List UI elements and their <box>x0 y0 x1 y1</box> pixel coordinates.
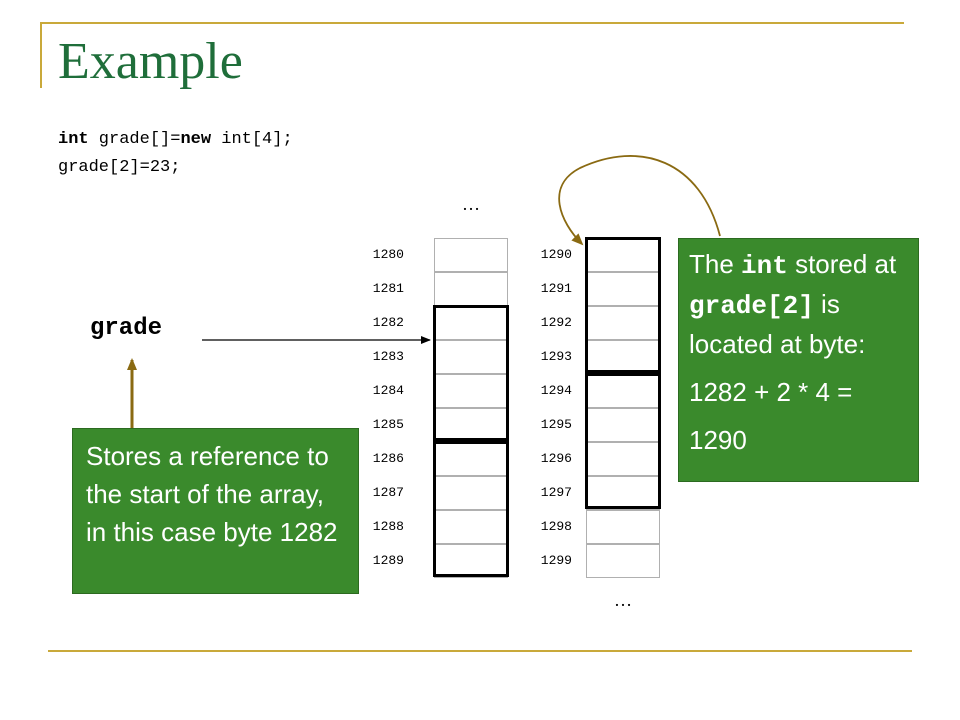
memory-address: 1284 <box>372 383 404 398</box>
memory-address: 1290 <box>540 247 572 262</box>
address-note-text: The int stored at grade[2] is located at… <box>689 249 897 359</box>
memory-byte-cell <box>434 544 508 578</box>
memory-address: 1286 <box>372 451 404 466</box>
reference-note: Stores a reference to the start of the a… <box>72 428 359 594</box>
memory-address: 1296 <box>540 451 572 466</box>
memory-address: 1298 <box>540 519 572 534</box>
memory-byte-cell <box>586 442 660 476</box>
left-rule <box>40 22 42 88</box>
memory-address: 1281 <box>372 281 404 296</box>
memory-byte-cell <box>434 476 508 510</box>
memory-byte-cell <box>434 510 508 544</box>
memory-byte-cell <box>434 238 508 272</box>
top-rule <box>40 22 904 24</box>
slide-title: Example <box>58 33 243 90</box>
memory-byte-cell <box>586 238 660 272</box>
code-line-1: int grade[]=new int[4]; <box>58 130 293 149</box>
memory-byte-cell <box>586 510 660 544</box>
keyword-new: new <box>180 130 212 149</box>
memory-address: 1288 <box>372 519 404 534</box>
grade-variable-label: grade <box>90 315 163 342</box>
code-fragment: int[4]; <box>211 130 293 149</box>
bottom-rule <box>48 650 912 652</box>
address-formula: 1282 + 2 * 4 = <box>689 377 853 407</box>
memory-address: 1287 <box>372 485 404 500</box>
memory-address: 1293 <box>540 349 572 364</box>
memory-address: 1297 <box>540 485 572 500</box>
memory-address: 1292 <box>540 315 572 330</box>
memory-address: 1280 <box>372 247 404 262</box>
location-arrow <box>558 155 721 246</box>
address-result: 1290 <box>689 425 747 455</box>
ellipsis-top: … <box>462 194 480 214</box>
memory-address: 1282 <box>372 315 404 330</box>
code-line-2: grade[2]=23; <box>58 158 181 177</box>
memory-address: 1291 <box>540 281 572 296</box>
code-fragment: grade[]= <box>88 130 181 149</box>
address-note: The int stored at grade[2] is located at… <box>678 238 919 482</box>
memory-address: 1295 <box>540 417 572 432</box>
memory-address: 1285 <box>372 417 404 432</box>
memory-byte-cell <box>586 544 660 578</box>
reference-note-text: Stores a reference to the start of the a… <box>86 441 338 547</box>
memory-address: 1294 <box>540 383 572 398</box>
memory-byte-cell <box>434 272 508 306</box>
memory-address: 1289 <box>372 553 404 568</box>
memory-address: 1283 <box>372 349 404 364</box>
memory-byte-cell <box>434 408 508 442</box>
ellipsis-bottom: … <box>614 590 632 610</box>
keyword-int: int <box>58 130 89 149</box>
memory-address: 1299 <box>540 553 572 568</box>
